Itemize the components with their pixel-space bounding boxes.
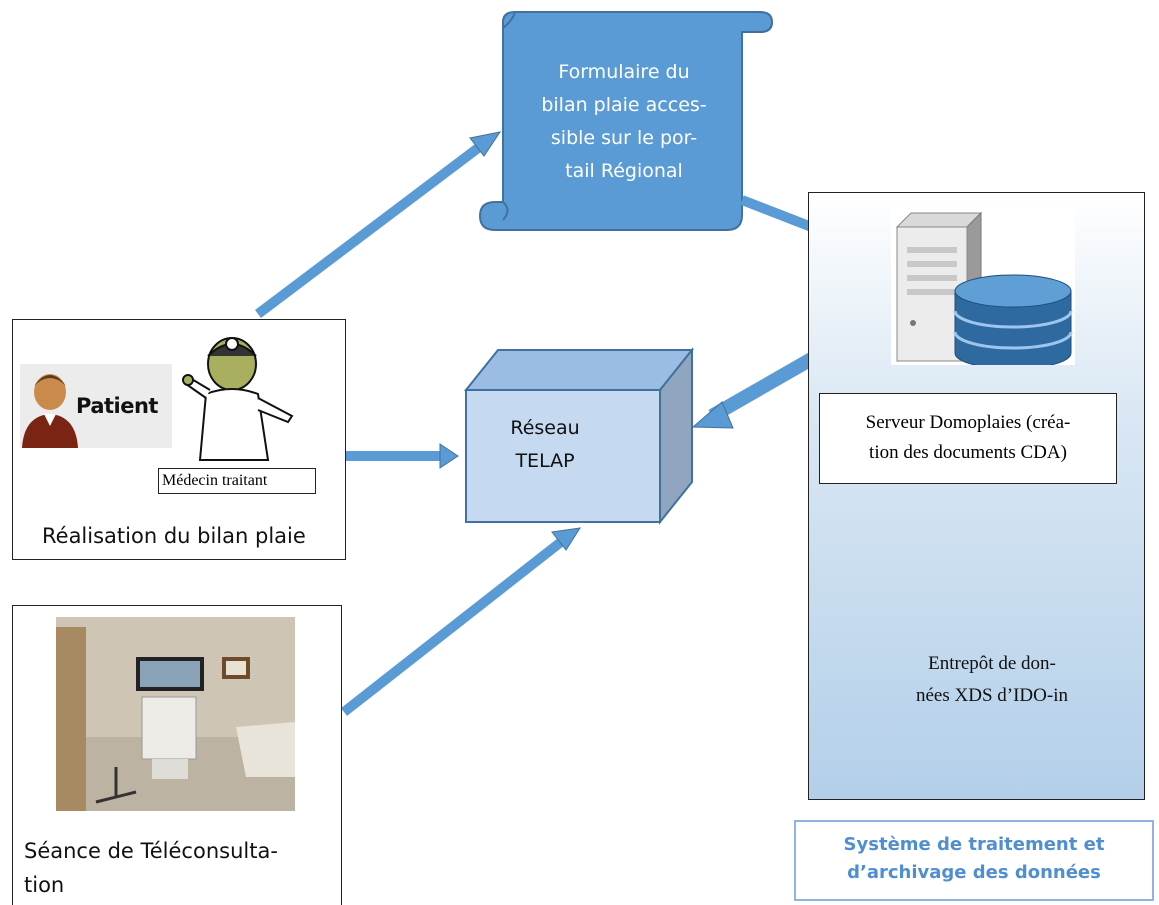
teleconsultation-caption-line-2: tion xyxy=(24,873,65,897)
serveur-box: Serveur Domoplaies (créa- tion des docum… xyxy=(819,393,1117,484)
formulaire-line-1: Formulaire du xyxy=(558,61,690,83)
arrow-bilan-to-formulaire xyxy=(254,131,502,318)
reseau-line-1: Réseau xyxy=(510,417,580,439)
bilan-caption: Réalisation du bilan plaie xyxy=(42,524,306,548)
patient-avatar-icon xyxy=(22,374,78,448)
entrepot-label: Entrepôt de don- nées XDS d’IDO-in xyxy=(880,648,1104,712)
entrepot-line-2: nées XDS d’IDO-in xyxy=(916,685,1068,706)
teleconsultation-room-image xyxy=(56,617,295,811)
server-image xyxy=(891,207,1075,370)
teleconsultation-photo xyxy=(56,617,295,811)
entrepot-line-1: Entrepôt de don- xyxy=(928,653,1056,674)
arrow-teleconsultation-to-reseau xyxy=(340,527,582,716)
patient-image xyxy=(20,364,172,448)
doctor-icon xyxy=(182,337,294,461)
bilan-box xyxy=(12,319,346,560)
reseau-line-2: TELAP xyxy=(515,450,575,472)
teleconsultation-caption-line-1: Séance de Téléconsulta- xyxy=(24,839,278,863)
reseau-cube xyxy=(463,347,695,525)
medecin-label: Médecin traitant xyxy=(158,468,316,494)
serveur-line-2: tion des documents CDA) xyxy=(869,442,1067,463)
formulaire-line-2: bilan plaie acces- xyxy=(541,94,707,116)
formulaire-text: Formulaire du bilan plaie acces- sible s… xyxy=(520,56,728,188)
system-title-line-2: d’archivage des données xyxy=(847,862,1101,883)
serveur-line-1: Serveur Domoplaies (créa- xyxy=(865,412,1071,433)
teleconsultation-caption: Séance de Téléconsulta- tion xyxy=(24,834,334,902)
formulaire-line-3: sible sur le por- xyxy=(550,127,698,149)
server-database-icon xyxy=(895,211,1073,370)
system-title-box: Système de traitement et d’archivage des… xyxy=(794,820,1154,901)
reseau-label: Réseau TELAP xyxy=(490,412,600,478)
formulaire-line-4: tail Régional xyxy=(565,160,683,182)
system-title-line-1: Système de traitement et xyxy=(843,834,1105,855)
patient-label: Patient xyxy=(76,394,158,418)
arrow-bilan-to-reseau xyxy=(337,443,459,469)
